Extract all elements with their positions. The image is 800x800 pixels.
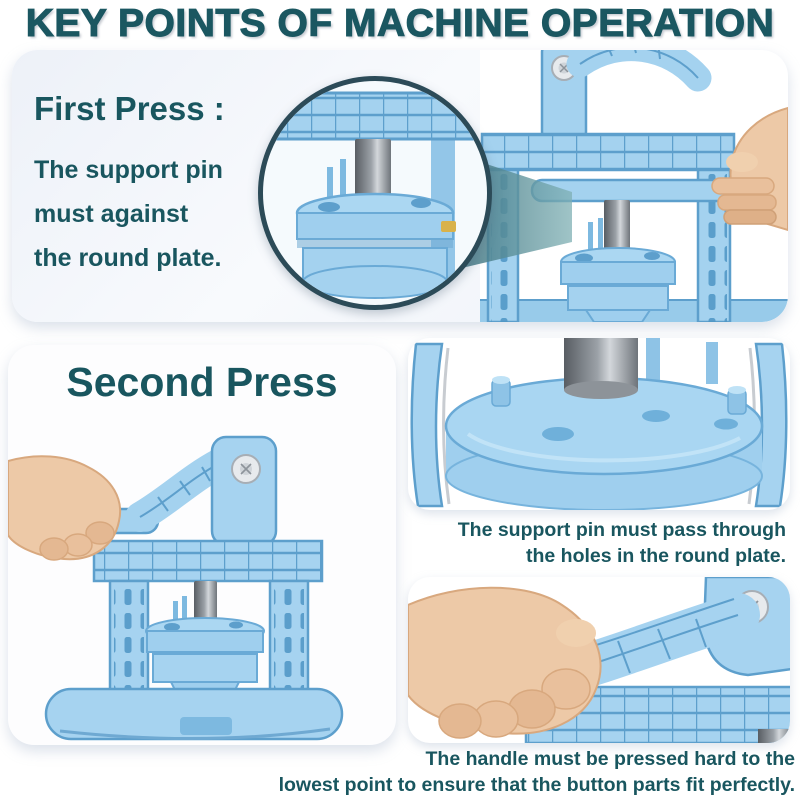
second-press-heading: Second Press [66,359,338,405]
magnifier-circle-inset [258,76,492,310]
support-pin [194,581,217,627]
magnified-die-illustration [263,91,487,305]
caption-handle-press-line1: The handle must be pressed hard to the [425,748,795,770]
caption-handle-press: The handle must be pressed hard to the l… [150,747,795,798]
hand [408,586,602,739]
hand [8,455,122,561]
screw-icon [231,454,261,484]
page-title: KEY POINTS OF MACHINE OPERATION [25,1,775,45]
first-press-line: the round plate. [34,244,222,272]
hand [711,106,788,232]
first-press-photo [480,50,788,322]
first-press-line: The support pin [34,156,223,184]
caption-handle-press-line2: lowest point to ensure that the button p… [278,773,795,796]
machine-illustration-second-press [8,435,344,741]
support-pin [564,338,638,399]
first-press-heading: First Press : [34,90,225,127]
first-press-text: First Press : The support pin must again… [34,90,284,280]
caption-support-pin-line2: the holes in the round plate. [525,544,786,567]
support-pin [355,139,391,201]
support-pin-closeup-photo [408,338,790,510]
first-press-line: must against [34,200,189,228]
caption-support-pin: The support pin must pass through the ho… [400,518,786,569]
second-press-card: Second Press [8,345,396,745]
caption-support-pin-line1: The support pin must pass through [457,519,786,541]
handle-press-illustration [408,577,790,743]
machine-base [44,687,344,741]
support-pin [604,200,630,252]
plate-closeup-illustration [410,338,788,510]
first-press-card: First Press : The support pin must again… [12,50,788,322]
handle-press-photo [408,577,790,743]
